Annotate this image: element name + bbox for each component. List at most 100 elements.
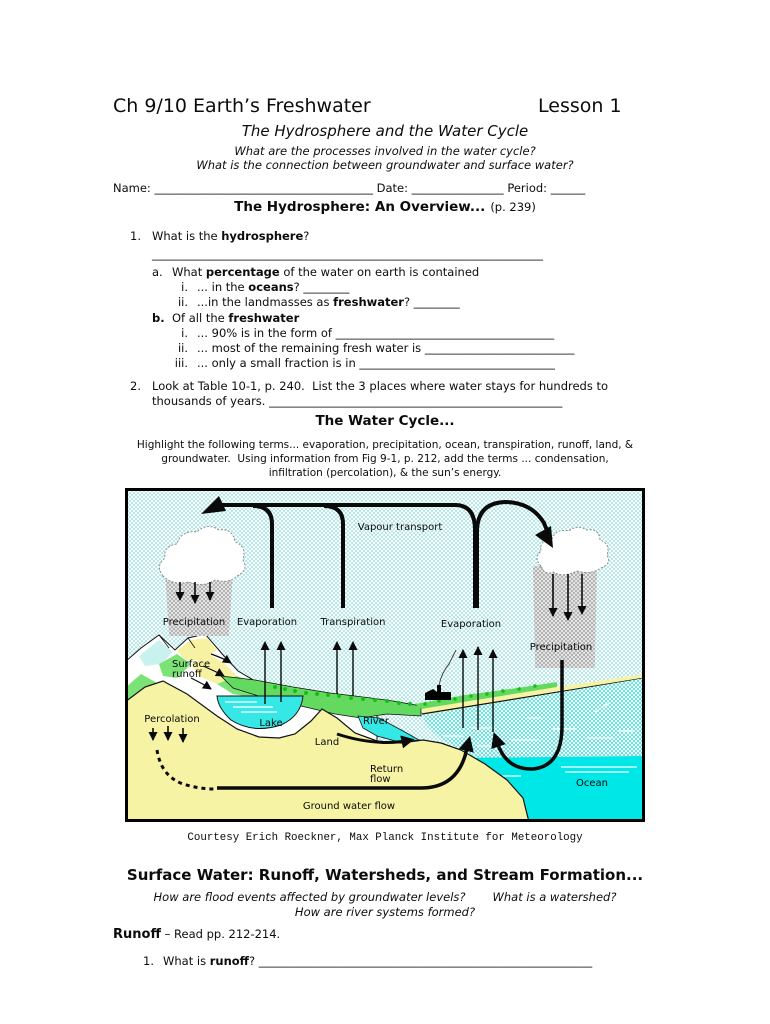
label-ground-water-flow: Ground water flow bbox=[303, 801, 395, 812]
label-precipitation-right: Precipitation bbox=[530, 642, 593, 653]
question-1-text: What is the bbox=[152, 229, 222, 243]
water-cycle-diagram: Vapour transport Precipitation Evaporati… bbox=[125, 488, 645, 822]
diagram-caption: Courtesy Erich Roeckner, Max Planck Inst… bbox=[187, 832, 583, 844]
cloud-left bbox=[159, 526, 246, 586]
question-2-line2: thousands of years. ____________________… bbox=[152, 394, 562, 408]
runoff-question-1-term: runoff bbox=[209, 954, 249, 968]
runoff-question-1-blank: ________________________________________… bbox=[258, 954, 593, 968]
item-a-i: i.... in the oceans? ________ bbox=[152, 280, 349, 294]
item-a-i-term: oceans bbox=[248, 280, 294, 294]
label-evaporation-right: Evaporation bbox=[441, 619, 501, 630]
label-transpiration: Transpiration bbox=[320, 617, 386, 628]
item-b-iii: iii.... only a small fraction is in ____… bbox=[152, 356, 555, 370]
item-b-iii-numeral: iii. bbox=[174, 356, 188, 370]
vapour-arrowhead-left bbox=[201, 496, 226, 514]
item-b-text: Of all the bbox=[172, 311, 229, 325]
label-return-flow-1: Return bbox=[370, 764, 403, 775]
question-1-punct: ? bbox=[303, 229, 310, 243]
question-1-blank: ________________________________________… bbox=[152, 247, 543, 261]
surface-water-q2: What is a watershed? bbox=[492, 890, 617, 904]
runoff-read-line: Runoff – Read pp. 212-214. bbox=[113, 927, 280, 942]
surface-water-questions: How are flood events affected by groundw… bbox=[0, 890, 770, 904]
label-return-flow-2: flow bbox=[370, 774, 391, 785]
item-a-i-numeral: i. bbox=[181, 280, 188, 294]
surface-water-heading: Surface Water: Runoff, Watersheds, and S… bbox=[126, 866, 644, 884]
runoff-question-1-number: 1. bbox=[143, 954, 154, 968]
water-cycle-instructions-2: groundwater. Using information from Fig … bbox=[161, 453, 609, 465]
item-a-ii: ii....in the landmasses as freshwater? _… bbox=[152, 295, 460, 309]
item-a-term: percentage bbox=[205, 265, 280, 279]
overview-heading-text: The Hydrosphere: An Overview... bbox=[234, 199, 486, 215]
item-b-i: i. ... 90% is in the form of ____________… bbox=[152, 326, 554, 340]
item-b-ii-numeral: ii. bbox=[177, 341, 188, 355]
smoke-line bbox=[438, 649, 457, 686]
runoff-question-1-text: What is bbox=[163, 954, 210, 968]
overview-page-ref: (p. 239) bbox=[490, 200, 536, 214]
transpiration-arrows bbox=[332, 641, 358, 696]
runoff-reading: – Read pp. 212-214. bbox=[164, 927, 281, 941]
item-b-i-numeral: i. bbox=[181, 326, 188, 340]
item-a-letter: a. bbox=[152, 265, 163, 279]
label-river: River bbox=[363, 716, 390, 727]
subtitle: The Hydrosphere and the Water Cycle bbox=[241, 122, 529, 140]
vegetation-band bbox=[219, 675, 422, 719]
evaporation-arrows-right bbox=[458, 646, 498, 732]
ocean-circulation-arrow bbox=[491, 660, 564, 771]
diagram-border bbox=[125, 488, 645, 822]
label-vapour-transport: Vapour transport bbox=[358, 522, 443, 533]
question-1-number: 1. bbox=[130, 229, 141, 243]
precipitation-arrows-right bbox=[548, 574, 587, 621]
item-b-term: freshwater bbox=[228, 311, 300, 325]
shore-strip bbox=[415, 649, 557, 710]
label-ocean: Ocean bbox=[576, 778, 608, 789]
waterline bbox=[421, 677, 645, 715]
item-a-ii-blank: ________ bbox=[413, 295, 460, 309]
name-label: Name: bbox=[113, 181, 151, 195]
evaporation-arrows-left bbox=[260, 641, 286, 704]
vapour-transport-arrows bbox=[221, 499, 550, 608]
ground-water-flow-arrow bbox=[217, 735, 474, 790]
item-b-iii-text: ... only a small fraction is in bbox=[197, 356, 360, 370]
water-cycle-heading: The Water Cycle... bbox=[315, 413, 455, 429]
label-land: Land bbox=[315, 737, 339, 748]
water-cycle-instructions-1: Highlight the following terms... evapora… bbox=[136, 439, 634, 451]
item-a-ii-term: freshwater bbox=[333, 295, 404, 309]
question-1: 1.What is the hydrosphere? bbox=[130, 229, 309, 243]
question-2-text: Look at Table 10-1, p. 240. List the 3 p… bbox=[152, 379, 609, 393]
runoff-question-1-punct: ? bbox=[248, 954, 259, 968]
label-precipitation-left: Precipitation bbox=[163, 617, 226, 628]
item-a-text: What bbox=[172, 265, 206, 279]
surface-runoff-arrows bbox=[190, 653, 232, 690]
factory-icon bbox=[425, 685, 451, 700]
item-a-i-punct: ? bbox=[293, 280, 304, 294]
name-date-period-line: Name: __________________________________… bbox=[113, 181, 585, 195]
page-title: Ch 9/10 Earth’s Freshwater bbox=[113, 95, 371, 117]
label-lake: Lake bbox=[259, 718, 282, 729]
label-surface-runoff-2: runoff bbox=[172, 669, 203, 680]
question-2-line1: 2. Look at Table 10-1, p. 240. List the 3… bbox=[130, 379, 608, 393]
label-percolation: Percolation bbox=[144, 714, 199, 725]
item-b-i-blank: ______________________________________ bbox=[335, 326, 555, 340]
item-b-ii-blank: __________________________ bbox=[424, 341, 575, 355]
item-b-letter: b. bbox=[152, 311, 165, 325]
overview-heading: The Hydrosphere: An Overview... (p. 239) bbox=[0, 200, 770, 214]
question-2-text-cont: thousands of years. bbox=[152, 394, 270, 408]
percolation-arrows bbox=[148, 726, 188, 743]
question-2-blank: ________________________________________… bbox=[269, 394, 563, 408]
item-b-ii-text: ... most of the remaining fresh water is bbox=[197, 341, 425, 355]
period-label: Period: bbox=[507, 181, 548, 195]
precipitation-arrows-left bbox=[175, 582, 215, 604]
period-blank: ______ bbox=[550, 181, 586, 195]
item-a-i-text: ... in the bbox=[197, 280, 249, 294]
question-2-number: 2. bbox=[130, 379, 141, 393]
return-flow-arrow bbox=[336, 732, 415, 749]
item-a-ii-text: ...in the landmasses as bbox=[197, 295, 334, 309]
surface-water-q1: How are flood events affected by groundw… bbox=[153, 890, 466, 904]
vapour-arrowhead-right bbox=[535, 526, 553, 548]
name-blank: ______________________________________ bbox=[154, 181, 373, 195]
item-b-i-text: ... 90% is in the form of bbox=[197, 326, 336, 340]
focus-question-1: What are the processes involved in the w… bbox=[234, 144, 536, 158]
focus-question-2: What is the connection between groundwat… bbox=[196, 158, 574, 172]
surface-water-q3: How are river systems formed? bbox=[294, 905, 476, 919]
